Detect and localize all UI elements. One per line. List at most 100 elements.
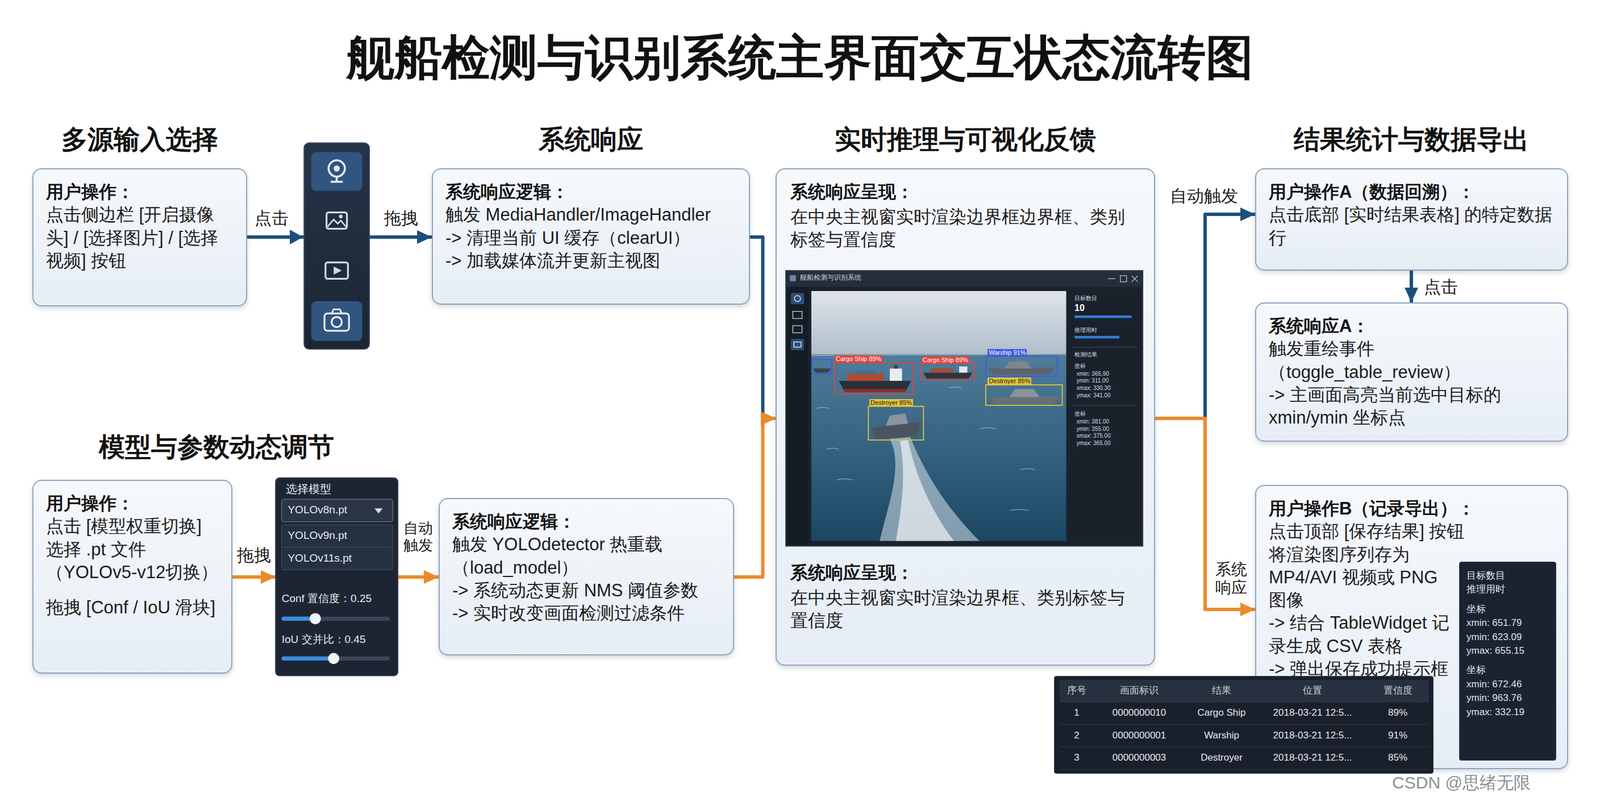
sidebar-toolbar	[325, 262, 349, 279]
table-cell: 0000000010	[1093, 701, 1185, 724]
app-screenshot	[1074, 315, 1132, 318]
detection-box	[868, 406, 924, 440]
table-cell: 2018-03-21 12:5...	[1258, 701, 1367, 724]
box-text: 触发 YOLOdetector 热重载 （load_model）	[452, 532, 721, 579]
sidebar-toolbar	[331, 317, 343, 328]
panel-text: 检测结果	[1074, 351, 1098, 358]
table-cell: 91%	[1366, 724, 1429, 747]
detection-box	[834, 362, 914, 394]
box-heading: 系统响应逻辑：	[445, 180, 737, 204]
model-panel-graphic	[281, 656, 335, 661]
model-panel-graphic	[281, 524, 394, 570]
arrow-label: 拖拽	[233, 543, 275, 567]
panel-text: 舰船检测与识别系统	[800, 273, 862, 282]
arrow-label: 拖拽	[380, 206, 422, 230]
ship-photo	[842, 388, 907, 392]
panel-text: ymin: 963.76	[1466, 692, 1549, 704]
panel-text: 目标数目	[1466, 569, 1549, 582]
app-screenshot	[785, 270, 1144, 547]
box-heading: 系统响应呈现：	[790, 561, 1141, 585]
panel-text: xmin: 381.00	[1076, 418, 1110, 425]
sidebar-toolbar	[327, 219, 346, 227]
flow-arrow	[1409, 270, 1414, 303]
section-heading: 模型与参数动态调节	[98, 429, 335, 465]
ship-photo	[855, 370, 876, 374]
app-screenshot	[793, 342, 802, 348]
box-heading: 用户操作B（记录导出）：	[1268, 497, 1555, 520]
ship-photo	[1003, 361, 1032, 369]
sidebar-toolbar	[311, 301, 363, 341]
box-text: -> 结合 TableWidget 记录生成 CSV 表格	[1268, 611, 1457, 658]
panel-text: IoU 交并比：0.45	[281, 633, 366, 646]
table-cell: Destroyer	[1184, 746, 1259, 769]
sidebar-toolbar	[303, 142, 370, 349]
flow-arrow	[232, 575, 276, 579]
sidebar-toolbar	[331, 309, 343, 314]
app-screenshot	[790, 338, 804, 350]
section-heading: 结果统计与数据导出	[1293, 122, 1529, 158]
panel-text: 坐标	[1466, 664, 1549, 676]
panel-text: Destroyer 85%	[869, 398, 914, 406]
table-cell: 位置	[1258, 679, 1367, 702]
ship-photo	[987, 367, 1056, 375]
ship-photo	[988, 396, 1061, 404]
model-panel: 选择模型YOLOv8n.ptYOLOv9n.ptYOLOv11s.ptConf …	[275, 477, 398, 675]
panel-text: 坐标	[1074, 362, 1086, 369]
ship-photo	[893, 364, 898, 369]
app-screenshot: 舰船检测与识别系统Cargo Ship 89%Cargo Ship 89%War…	[785, 270, 1144, 547]
panel-text: xmin: 365.90	[1076, 370, 1110, 377]
arrow-label: 系统响应	[1214, 559, 1249, 598]
panel-text: Destroyer 85%	[987, 377, 1032, 385]
process-box: 系统响应A：触发重绘事件（toggle_table_review）-> 主画面高…	[1255, 302, 1569, 442]
table-cell: 序号	[1059, 679, 1094, 702]
box-text: 拖拽 [Conf / IoU 滑块]	[46, 596, 219, 619]
process-box: 用户操作A（数据回溯）：点击底部 [实时结果表格] 的特定数据行	[1255, 168, 1569, 271]
ship-photo	[1017, 357, 1019, 361]
flow-arrow	[397, 575, 439, 579]
ship-photo	[838, 380, 912, 393]
detection-box	[920, 363, 975, 380]
box-text: 在中央主视窗实时渲染边界框边界框、类别标签与置信度	[790, 205, 1141, 252]
process-box: 用户操作：点击 [模型权重切换] 选择 .pt 文件 （YOLOv5-v12切换…	[32, 479, 233, 674]
table-cell: 置信度	[1366, 679, 1429, 702]
model-panel-graphic	[281, 616, 390, 621]
sidebar-toolbar	[333, 165, 340, 172]
ship-photo	[879, 436, 980, 541]
arrow-label: 自动触发	[1166, 184, 1242, 208]
panel-text: YOLOv11s.pt	[287, 552, 352, 565]
panel-text: xmax: 330.30	[1076, 384, 1111, 391]
table-cell: 85%	[1366, 746, 1429, 769]
model-panel-graphic	[374, 507, 383, 514]
model-panel-graphic	[281, 498, 394, 522]
panel-fill	[775, 168, 1156, 666]
ship-photo	[1009, 388, 1040, 397]
illustration-group	[275, 142, 1156, 675]
app-screenshot	[1120, 275, 1127, 282]
panel-text: ymax: 365.00	[1076, 439, 1111, 447]
flow-arrow	[750, 236, 776, 419]
panel-text: 坐标	[1074, 410, 1086, 417]
box-text: 点击 [模型权重切换] 选择 .pt 文件 （YOLOv5-v12切换）	[46, 514, 219, 584]
panel-text: 选择模型	[285, 482, 332, 495]
arrow-head	[289, 229, 303, 245]
model-panel-graphic	[309, 612, 322, 624]
section-heading: 系统响应	[538, 122, 644, 158]
model-panel-graphic	[282, 546, 392, 548]
app-screenshot	[1074, 335, 1120, 339]
panel-text: xmax: 375.00	[1076, 432, 1111, 439]
section-heading: 实时推理与可视化反馈	[834, 122, 1097, 158]
box-text: 在中央主视窗实时渲染边界框、类别标签与置信度	[790, 586, 1141, 633]
ship-photo	[923, 372, 973, 379]
box-text: -> 主画面高亮当前选中目标的 xmin/ymin 坐标点	[1268, 383, 1555, 430]
watermark: CSDN @思绪无限	[1392, 772, 1531, 793]
ship-photo	[959, 366, 968, 373]
box-heading: 系统响应A：	[1268, 314, 1555, 338]
flow-arrow	[734, 418, 776, 577]
table-cell: 3	[1059, 746, 1094, 769]
panel-text: Cargo Ship 89%	[921, 356, 970, 364]
app-screenshot	[790, 292, 804, 304]
box-heading: 系统响应逻辑：	[452, 510, 721, 533]
table-cell: 2018-03-21 12:5...	[1258, 746, 1367, 769]
process-box: 用户操作：点击侧边栏 [开启摄像头] / [选择图片] / [选择视频] 按钮	[32, 168, 248, 307]
